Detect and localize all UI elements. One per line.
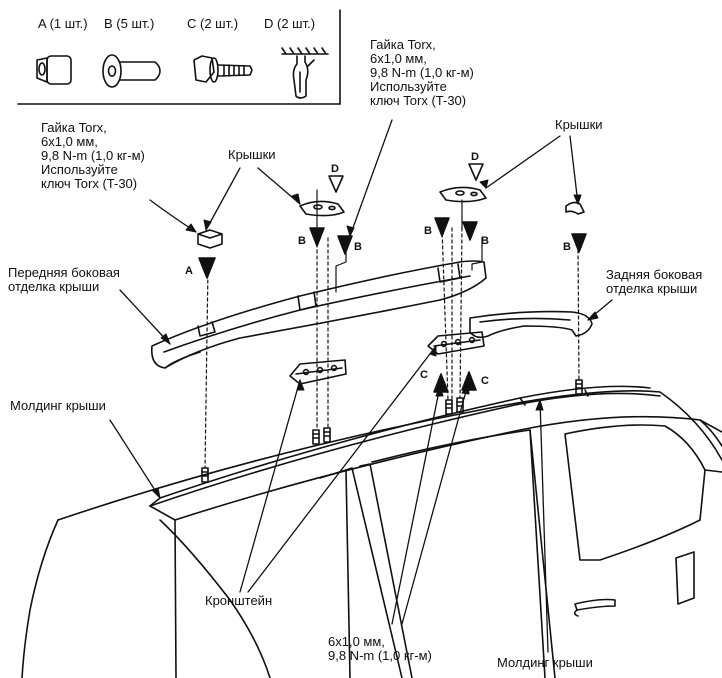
part-c-label: C (2 шт.) <box>187 16 239 31</box>
roof-studs <box>201 379 583 483</box>
leader-lines <box>109 119 613 653</box>
marker-label-b: B <box>298 235 306 247</box>
rear-side-trim-label: Задняя боковая отделка крыши <box>606 267 703 296</box>
marker-label-b: B <box>563 241 571 253</box>
covers-label-right: Крышки <box>555 117 603 132</box>
rear-side-roof-trim <box>469 310 593 339</box>
roof-molding-label-left: Молдинг крыши <box>10 398 106 413</box>
marker-label-d: D <box>331 163 339 175</box>
roof-molding-label-bottom: Молдинг крыши <box>497 655 593 670</box>
assembly-lines <box>204 227 580 469</box>
cover-d-left <box>299 200 345 217</box>
part-a-nut-icon <box>36 55 72 85</box>
parts-legend-frame <box>17 9 341 105</box>
bracket-left <box>289 359 347 385</box>
marker-label-c: C <box>481 375 489 387</box>
part-d-label: D (2 шт.) <box>264 16 316 31</box>
leader-arrowheads <box>151 179 599 499</box>
cover-rear <box>565 201 585 215</box>
cover-a-left <box>197 229 223 249</box>
torx-nut-spec-top: Гайка Torx, 6x1,0 мм, 9,8 N-m (1,0 кг-м)… <box>370 37 474 108</box>
part-b-bolt-icon <box>102 54 161 88</box>
torx-nut-spec-left: Гайка Torx, 6x1,0 мм, 9,8 N-m (1,0 кг-м)… <box>41 120 145 191</box>
part-b-label: B (5 шт.) <box>104 16 155 31</box>
marker-arrows-open <box>328 163 484 193</box>
part-a-label: A (1 шт.) <box>38 16 88 31</box>
marker-label-c: C <box>420 369 428 381</box>
part-d-clip-icon <box>281 47 329 99</box>
part-c-hex-bolt-icon <box>193 55 253 83</box>
marker-label-b: B <box>354 241 362 253</box>
bracket-label: Кронштейн <box>205 593 273 608</box>
marker-label-b: B <box>481 235 489 247</box>
front-side-trim-label: Передняя боковая отделка крыши <box>8 265 120 294</box>
bolt-spec-label: 6x1,0 мм, 9,8 N-m (1,0 кг-м) <box>328 634 432 663</box>
marker-label-a: A <box>185 265 193 277</box>
marker-label-b: B <box>424 225 432 237</box>
marker-label-d: D <box>471 151 479 163</box>
marker-letters: A B B B B B C C D D <box>185 151 571 387</box>
cover-d-right <box>439 186 487 203</box>
vehicle-body <box>21 385 722 678</box>
marker-arrows <box>198 217 587 393</box>
covers-label-left: Крышки <box>228 147 276 162</box>
